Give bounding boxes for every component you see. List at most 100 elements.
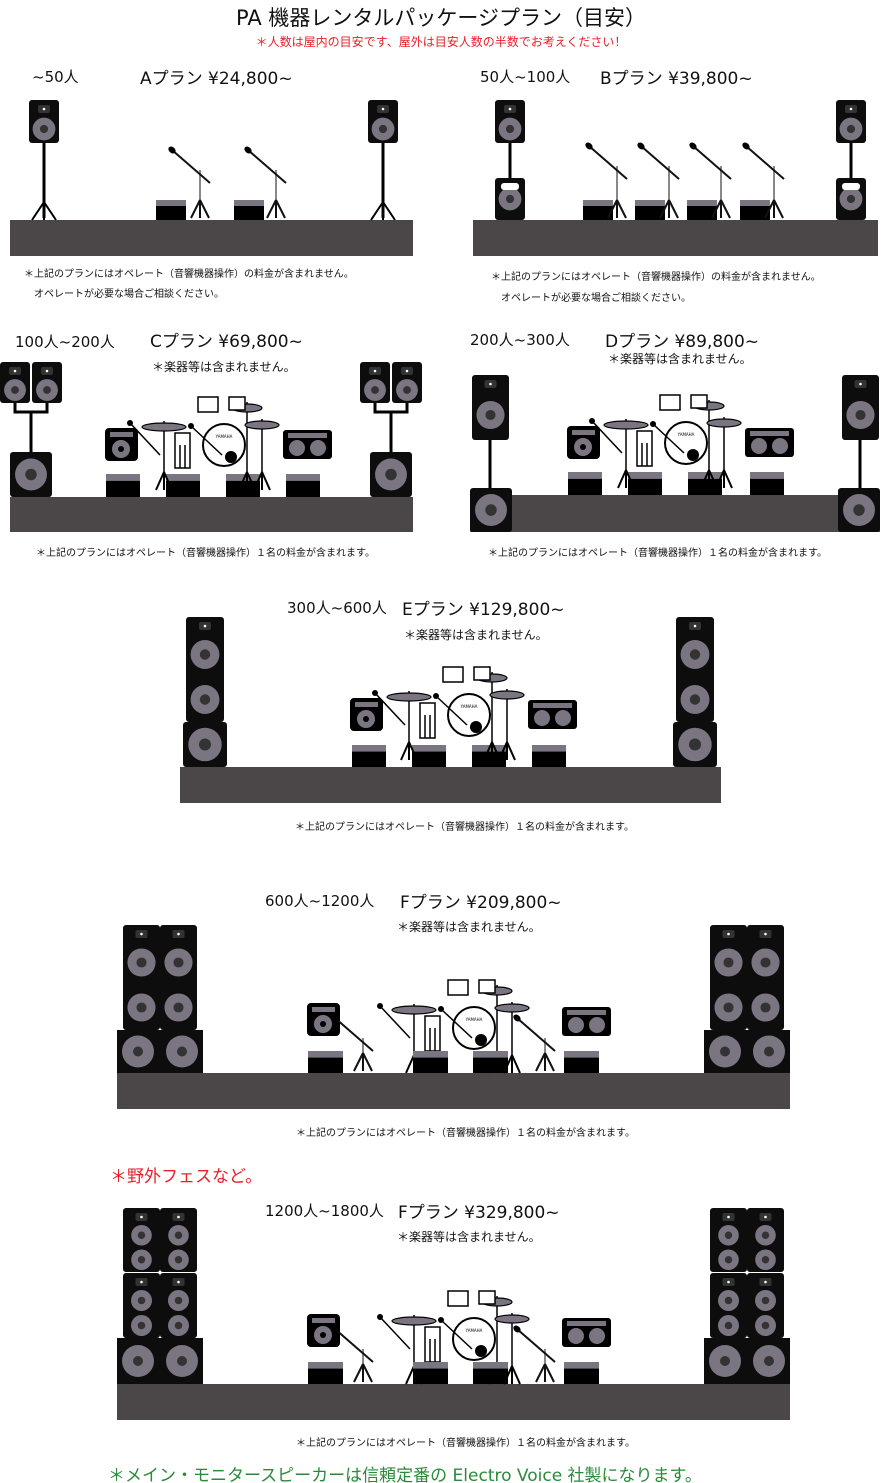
- plan-a-note-2: オペレートが必要な場合ご相談ください。: [34, 289, 224, 300]
- amp-panel: [572, 430, 595, 435]
- amp-panel: [533, 703, 572, 708]
- monitor-wedge-icon: [413, 1051, 448, 1073]
- woofer-center: [760, 957, 771, 968]
- wedge-top: [413, 1362, 448, 1369]
- woofer-center: [764, 1046, 774, 1057]
- tripod-leg: [617, 469, 627, 489]
- mic-head: [589, 418, 595, 424]
- tripod-leg: [266, 199, 277, 219]
- speaker-array-icon: [160, 1273, 197, 1338]
- mic-boom: [334, 1328, 374, 1363]
- mic-head: [377, 1314, 383, 1320]
- bass-amp-icon: [562, 1318, 611, 1347]
- amp-speaker: [772, 438, 788, 454]
- wedge-top: [473, 1051, 508, 1058]
- monitor-wedge-icon: [412, 745, 446, 767]
- page-title: PA 機器レンタルパッケージプラン（目安）: [236, 6, 646, 30]
- guitar-amp-icon: [307, 1314, 340, 1347]
- amp-panel: [750, 431, 789, 436]
- speaker-top-icon: [495, 100, 525, 143]
- monitor-wedge-icon: [628, 472, 662, 495]
- wedge-top: [286, 474, 320, 481]
- speaker-top-icon: [836, 100, 866, 143]
- speaker-bracket: [13, 403, 49, 452]
- speaker-top-icon: [360, 362, 390, 403]
- floor-tom: [424, 1015, 441, 1052]
- wedge-top: [568, 472, 602, 479]
- mic-boom: [374, 692, 406, 726]
- woofer-center: [688, 738, 702, 751]
- bass-amp-icon: [283, 430, 332, 459]
- bass-drum: [202, 423, 246, 467]
- tripod-leg: [491, 741, 501, 761]
- guitar-amp-icon: [307, 1003, 340, 1036]
- plan-e-instruments: ＊楽器等は含まれません。: [404, 628, 548, 642]
- amp-speaker-center: [580, 444, 586, 450]
- speaker-top-icon: [392, 362, 422, 403]
- wedge-top: [234, 200, 264, 206]
- woofer-center: [761, 1231, 770, 1239]
- tripod-leg: [31, 201, 45, 221]
- mic-stand-icon: [689, 142, 732, 219]
- monitor-wedge-icon: [635, 200, 665, 220]
- wedge-top: [166, 474, 200, 481]
- tweeter-dot: [45, 369, 49, 373]
- wedge-top: [106, 474, 140, 481]
- amp-speaker: [751, 438, 767, 454]
- woofer-center: [378, 124, 388, 134]
- wedge-top: [226, 474, 260, 481]
- guitar-amp-icon: [567, 426, 600, 459]
- monitor-wedge-icon: [473, 1051, 508, 1073]
- mic-head: [244, 146, 252, 154]
- bass-drum-port: [225, 451, 237, 463]
- woofer-center: [846, 124, 856, 134]
- plan-f1-audience: 600人~1200人: [265, 892, 375, 910]
- tripod-leg: [764, 199, 775, 219]
- cymbal: [244, 420, 280, 430]
- monitor-wedge-icon: [532, 745, 566, 767]
- tweeter-dot: [373, 369, 377, 373]
- woofer-center: [485, 409, 496, 421]
- stage-platform: [10, 220, 413, 256]
- tweeter-dot: [764, 1280, 767, 1284]
- tripod-leg: [773, 199, 784, 219]
- woofer-center: [137, 1321, 146, 1330]
- mic-boom: [440, 1008, 473, 1039]
- mic-stand-icon: [168, 146, 211, 219]
- tripod-leg: [544, 1052, 555, 1072]
- sub-handle: [842, 183, 860, 190]
- drum-brand-label: YAMAHA: [465, 1328, 483, 1333]
- tripod-leg: [43, 201, 57, 221]
- floor-tom: [419, 702, 436, 739]
- wedge-top: [412, 745, 446, 752]
- speaker-sub-pair-icon: [704, 1030, 790, 1073]
- monitor-wedge-icon: [156, 200, 186, 220]
- tom-drum: [447, 1290, 469, 1307]
- tripod-leg: [715, 469, 725, 489]
- drum-brand-label: YAMAHA: [215, 434, 233, 439]
- tripod-leg: [238, 471, 248, 491]
- mic-head: [377, 1003, 383, 1009]
- tom-drum: [197, 396, 219, 413]
- stage-platform: [117, 1073, 790, 1109]
- tom-drum: [478, 979, 496, 994]
- tripod-leg: [723, 469, 733, 489]
- wedge-top: [564, 1362, 599, 1369]
- wedge-top: [156, 200, 186, 206]
- tripod-leg: [511, 1054, 521, 1074]
- woofer-center: [855, 409, 866, 421]
- monitor-wedge-icon: [688, 472, 722, 495]
- tripod-leg: [700, 469, 710, 489]
- mic-head: [331, 1014, 339, 1022]
- mic-boom: [640, 145, 680, 180]
- tripod-leg: [720, 199, 731, 219]
- cymbal: [603, 420, 649, 430]
- mic-boom: [591, 420, 623, 454]
- bass-amp-icon: [745, 428, 794, 457]
- mic-boom: [190, 425, 223, 456]
- tripod-leg: [544, 1363, 555, 1383]
- mic-boom: [247, 149, 287, 184]
- mic-stand-icon: [637, 142, 680, 219]
- mic-head: [438, 1317, 444, 1323]
- bass-drum: [664, 421, 708, 465]
